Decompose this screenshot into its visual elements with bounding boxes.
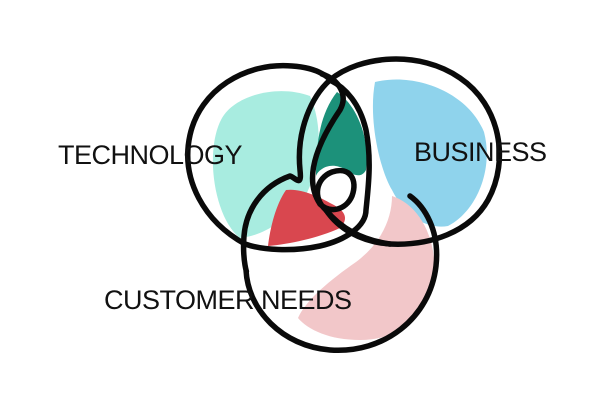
customer-needs-label: CUSTOMER NEEDS (104, 285, 352, 315)
business-ring-lower (323, 207, 393, 247)
technology-ring-lower (242, 77, 372, 253)
venn-outlines (185, 56, 503, 353)
business-label: BUSINESS (414, 137, 547, 167)
technology-ring (185, 62, 333, 247)
tech-customer-intersection-fill (268, 189, 346, 246)
business-fill (372, 79, 487, 227)
venn-fills (212, 79, 487, 340)
center-loop (314, 167, 357, 213)
technology-label: TECHNOLOGY (58, 140, 243, 170)
customer-needs-fill (298, 196, 435, 340)
tech-business-intersection-fill (316, 92, 367, 176)
venn-labels: TECHNOLOGY BUSINESS CUSTOMER NEEDS (58, 137, 547, 315)
